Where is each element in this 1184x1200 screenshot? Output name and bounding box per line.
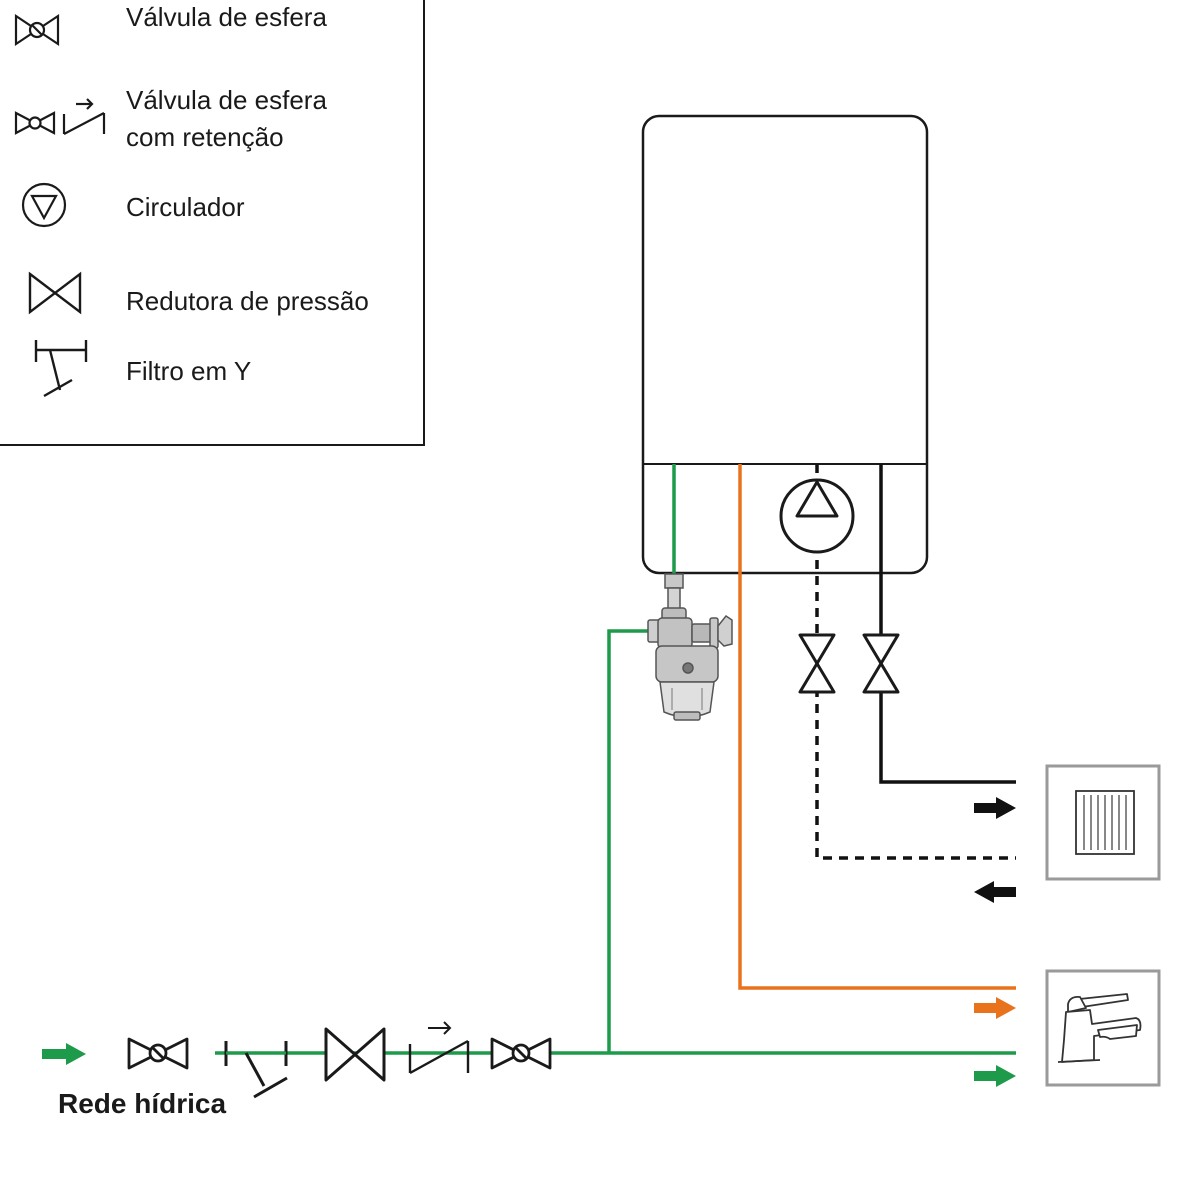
heating-return-valve-icon (798, 633, 836, 694)
inlet-y-filter-icon (224, 1041, 288, 1099)
tap-fixture-icon (1045, 969, 1161, 1087)
filter-doser-unit-icon (647, 573, 733, 721)
heating-return-pipe (815, 464, 1016, 860)
flow-arrow-heating-supply (974, 797, 1016, 819)
legend-label-pressure-reducer: Redutora de pressão (126, 286, 369, 316)
inlet-check-valve-icon (408, 1021, 470, 1075)
flow-arrow-heating-return (974, 881, 1016, 903)
flow-arrow-cold-water (974, 1065, 1016, 1087)
y-filter-icon (34, 340, 88, 398)
heating-supply-pipe (879, 464, 1016, 784)
inlet-ball-valve-icon (127, 1037, 189, 1070)
inlet-pressure-reducer-icon (324, 1027, 386, 1082)
ball-valve-check-icon (14, 98, 106, 135)
cold-water-riser-pipe (607, 629, 652, 1053)
hot-water-pipe (738, 464, 1016, 990)
legend-label-ball-valve-check-1: Válvula de esfera (126, 85, 327, 115)
radiator-fixture-icon (1045, 764, 1161, 881)
flow-arrow-inlet (42, 1043, 86, 1065)
legend-box: Válvula de esfera Válvula de esfera com … (0, 0, 425, 446)
legend-label-ball-valve: Válvula de esfera (126, 2, 327, 32)
inlet-ball-valve-2-icon (490, 1037, 552, 1070)
legend-label-ball-valve-check-2: com retenção (126, 122, 284, 152)
legend-label-y-filter: Filtro em Y (126, 356, 251, 386)
ball-valve-icon (14, 13, 60, 47)
pressure-reducer-icon (28, 271, 82, 315)
boiler-circulator-icon (779, 478, 855, 554)
circulator-icon (21, 182, 67, 228)
heating-supply-valve-icon (862, 633, 900, 694)
legend-label-circulator: Circulador (126, 192, 245, 222)
flow-arrow-hot-water (974, 997, 1016, 1019)
network-label: Rede hídrica (58, 1088, 226, 1119)
